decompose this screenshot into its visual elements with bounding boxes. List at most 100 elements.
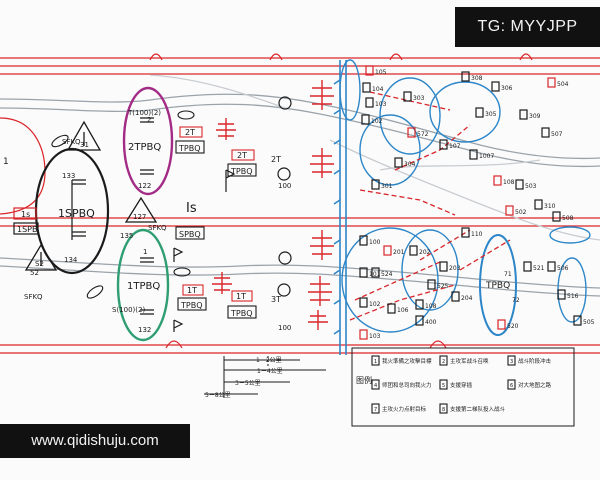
- unit-marker-box: [515, 179, 524, 190]
- label-1t-a: 1T: [187, 286, 197, 295]
- legend-swatch-number: 2: [442, 359, 445, 365]
- unit-marker-label: 506: [557, 265, 569, 272]
- unit-marker-box: [415, 299, 424, 310]
- unit-1tpbq-num-top: 1: [143, 248, 147, 256]
- label-127: 127: [133, 213, 146, 221]
- bottom-boundary: [0, 340, 600, 354]
- tpbq-boxes: [175, 140, 257, 319]
- unit-marker-box: [552, 211, 561, 222]
- unit-marker-box: [359, 267, 368, 278]
- left-marker-text: 1: [3, 157, 9, 167]
- unit-marker: 516: [557, 289, 579, 300]
- box-1spb: [13, 222, 39, 235]
- label-t3: 3T: [271, 295, 281, 304]
- unit-marker-label: 304: [404, 161, 416, 168]
- label-71: 71: [504, 271, 512, 278]
- legend-title: 图例: [356, 375, 372, 385]
- label-sfkq-a: SFKQ: [62, 138, 81, 146]
- unit-marker-box: [409, 245, 418, 256]
- unit-marker-box: [359, 235, 368, 246]
- unit-marker-label: 103: [369, 333, 381, 340]
- unit-marker-box: [493, 175, 502, 186]
- unit-ticks: [71, 117, 154, 315]
- blue-zones: [339, 59, 591, 336]
- unit-marker: 305: [475, 107, 497, 118]
- unit-marker: 520: [497, 319, 519, 330]
- unit-marker-label: 520: [507, 323, 519, 330]
- legend-text: 战斗阶段冲击: [518, 357, 552, 365]
- label-s2: S2: [35, 260, 44, 268]
- unit-marker: 508: [552, 211, 574, 222]
- legend-swatch-number: 4: [374, 383, 377, 389]
- unit-marker-box: [387, 303, 396, 314]
- watermark-top: TG: MYYJPP: [455, 7, 600, 47]
- unit-tpbq-right-outline: [479, 234, 517, 336]
- unit-marker: 309: [519, 109, 541, 120]
- legend-swatch: [507, 379, 516, 390]
- unit-marker: 503: [515, 179, 537, 190]
- unit-marker: 103: [365, 97, 387, 108]
- unit-marker: 108: [415, 299, 437, 310]
- flag-icons: [173, 169, 236, 332]
- unit-marker: 100: [359, 235, 381, 246]
- unit-marker-box: [439, 139, 448, 150]
- label-1spb: 1SPB: [17, 225, 37, 234]
- unit-marker: 101: [359, 267, 381, 278]
- unit-marker-box: [519, 109, 528, 120]
- unit-marker: 525: [427, 279, 449, 290]
- unit-marker: 102: [359, 297, 381, 308]
- label-tpbq-d: TPBQ: [230, 309, 253, 318]
- unit-marker: 203: [439, 261, 461, 272]
- unit-marker-label: 102: [369, 301, 381, 308]
- label-t100: T(100)(2): [127, 109, 161, 117]
- legend-swatch: [507, 355, 516, 366]
- legend-swatch-number: 8: [442, 407, 445, 413]
- unit-marker-box: [383, 245, 392, 256]
- legend-swatch-number: 1: [374, 359, 377, 365]
- legend-text: 师团和总司向我火力: [382, 381, 432, 389]
- unit-marker: 521: [523, 261, 545, 272]
- unit-tpbq-right-label: TPBQ: [485, 281, 510, 291]
- unit-marker-box: [557, 289, 566, 300]
- unit-marker: 507: [541, 127, 563, 138]
- unit-marker-box: [407, 127, 416, 138]
- unit-marker-label: 516: [567, 293, 579, 300]
- unit-marker-box: [359, 329, 368, 340]
- scale-label-2: 1－4公里: [257, 368, 283, 375]
- box-1s: [13, 207, 37, 220]
- scale-bars: [204, 356, 326, 398]
- unit-marker-box: [497, 319, 506, 330]
- unit-1tpbq-label: 1TPBQ: [127, 281, 160, 292]
- scale-label-3: 3－5公里: [235, 380, 261, 387]
- unit-marker-box: [359, 297, 368, 308]
- scale-label-4: 5－8公里: [205, 392, 231, 399]
- legend-swatch: [439, 379, 448, 390]
- unit-marker: 310: [534, 199, 556, 210]
- legend-swatch-number: 5: [442, 383, 445, 389]
- unit-marker: 106: [387, 303, 409, 314]
- unit-marker-box: [371, 179, 380, 190]
- unit-marker-box: [469, 149, 478, 160]
- unit-marker: 107: [439, 139, 461, 150]
- unit-2tpbq-num-top: 2: [147, 116, 151, 124]
- unit-2tpbq-outline: [122, 86, 174, 196]
- unit-marker: 504: [547, 77, 569, 88]
- t-circle-markers: [277, 96, 292, 297]
- unit-marker-box: [461, 71, 470, 82]
- unit-marker-box: [505, 205, 514, 216]
- unit-marker: 204: [451, 291, 473, 302]
- unit-marker-box: [439, 261, 448, 272]
- label-tpbq-b: TPBQ: [230, 167, 253, 176]
- legend-text: 支援穿插: [450, 381, 473, 389]
- unit-marker-label: 301: [381, 183, 393, 190]
- unit-marker: 400: [415, 315, 437, 326]
- legend-swatch: [371, 355, 380, 366]
- label-spbq: SPBQ: [179, 230, 201, 239]
- unit-marker-box: [491, 81, 500, 92]
- unit-marker-box: [365, 65, 374, 76]
- unit-marker-label: 106: [397, 307, 409, 314]
- triangle-mid: [124, 196, 158, 223]
